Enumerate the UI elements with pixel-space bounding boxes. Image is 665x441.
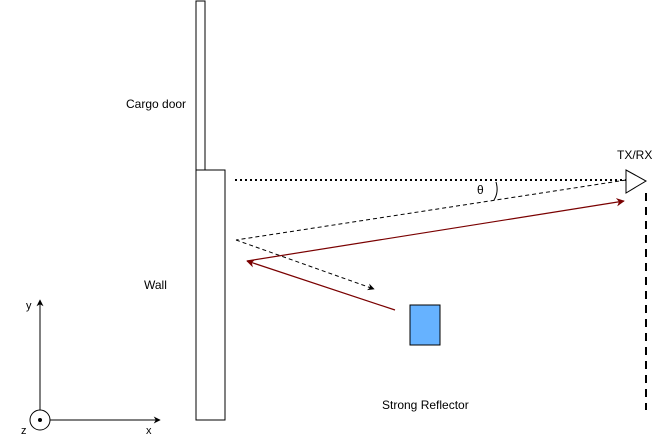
strong-reflector-box bbox=[409, 304, 441, 346]
wall-to-txrx-arrow bbox=[246, 198, 625, 262]
strong-reflector-label: Strong Reflector bbox=[382, 398, 469, 412]
z-axis-label: z bbox=[21, 425, 27, 437]
wall-label: Wall bbox=[144, 278, 167, 292]
txrx-antenna-icon bbox=[625, 169, 648, 194]
x-axis-label: x bbox=[146, 425, 152, 437]
theta-label: θ bbox=[477, 183, 484, 197]
y-axis-label: y bbox=[26, 300, 32, 312]
reflector-to-wall-arrow bbox=[246, 259, 396, 311]
z-axis-dot-icon bbox=[38, 418, 42, 422]
theta-angle-arc bbox=[493, 181, 498, 201]
cargo-door bbox=[195, 0, 206, 171]
cargo-door-label: Cargo door bbox=[126, 97, 186, 111]
txrx-label: TX/RX bbox=[617, 148, 652, 162]
incident-ray bbox=[235, 179, 627, 241]
specular-reflection-arrow bbox=[235, 239, 375, 291]
wall bbox=[195, 169, 226, 421]
